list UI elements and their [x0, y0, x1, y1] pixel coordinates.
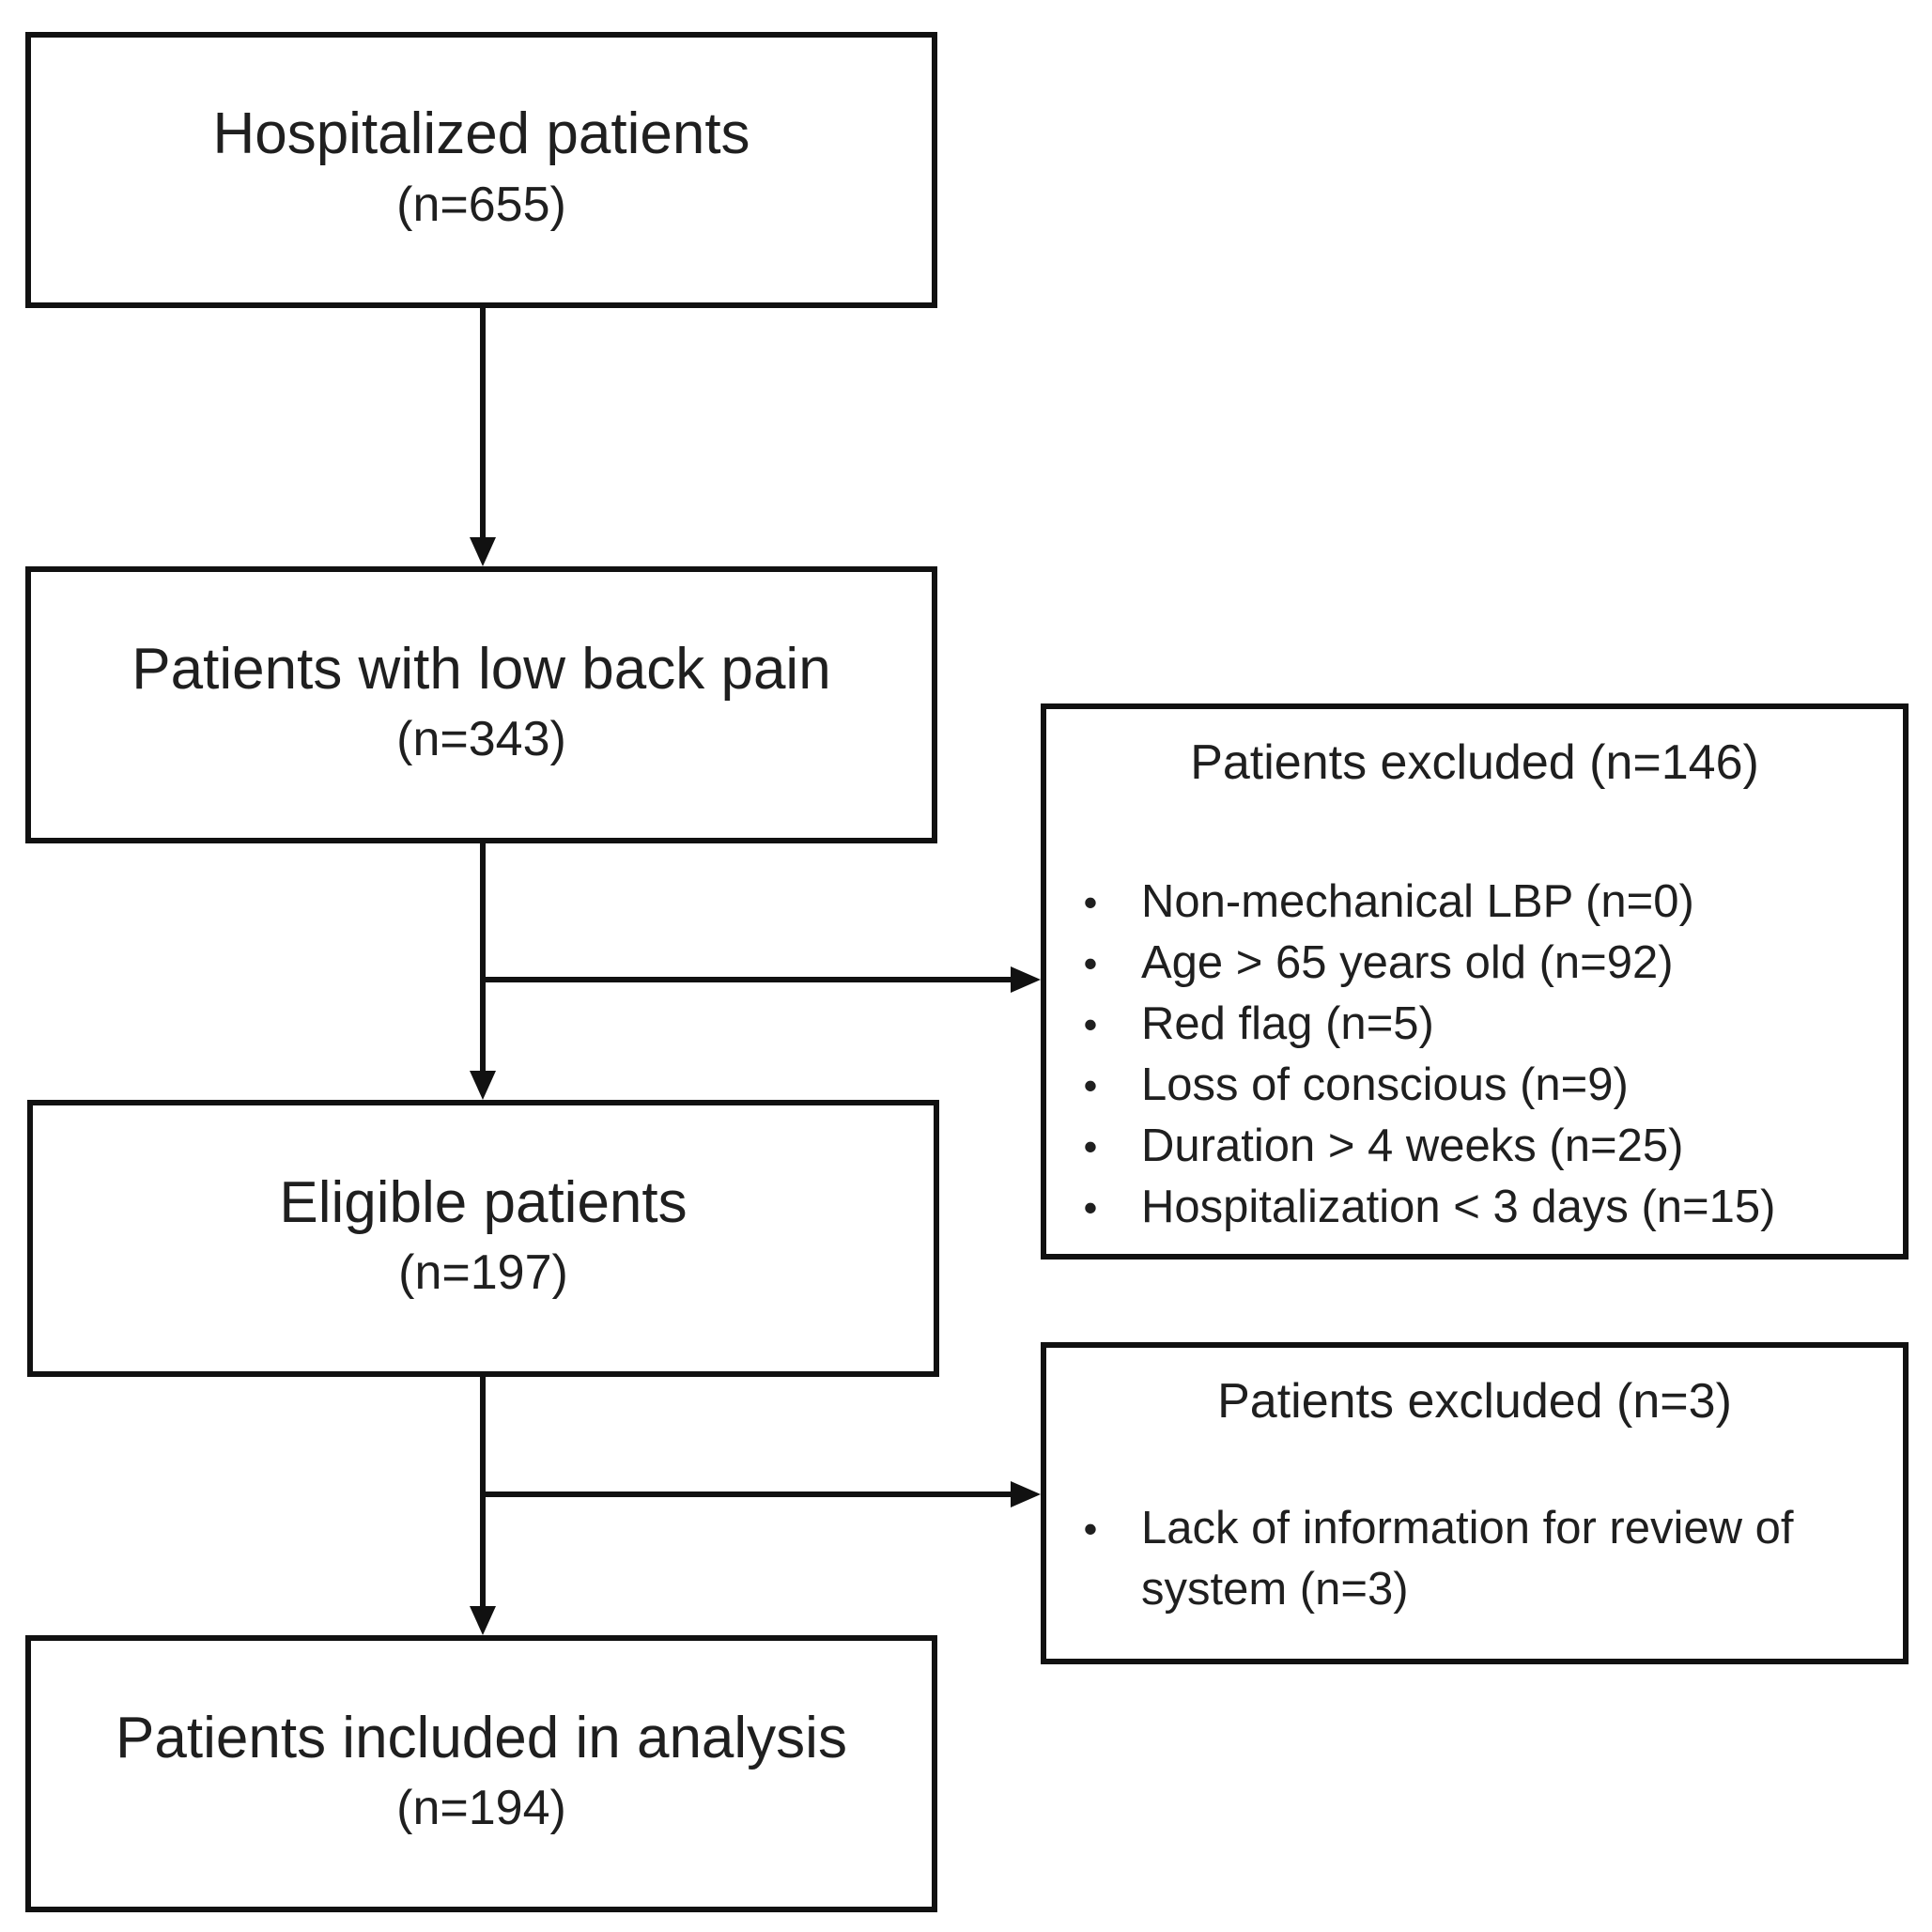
- included-patients-box: Patients included in analysis (n=194): [25, 1635, 937, 1912]
- bullet-icon: •: [1083, 1124, 1098, 1168]
- bullet-icon: •: [1083, 1507, 1098, 1551]
- low-back-pain-box: Patients with low back pain (n=343): [25, 566, 937, 843]
- bullet-icon: •: [1083, 1185, 1098, 1229]
- bullet-icon: •: [1083, 1002, 1098, 1046]
- first-exclusion-title: Patients excluded (n=146): [1190, 735, 1759, 790]
- exclusion-reason-label: Age > 65 years old (n=92): [1141, 937, 1674, 988]
- included-patients-count: (n=194): [396, 1781, 566, 1835]
- exclusion-reason-age: • Age > 65 years old (n=92): [1079, 933, 1884, 994]
- arrowhead-to-eligible: [470, 1071, 496, 1100]
- bullet-icon: •: [1083, 880, 1098, 924]
- exclusion-reason-label: Lack of information for review of system…: [1141, 1503, 1794, 1615]
- bullet-icon: •: [1083, 1063, 1098, 1107]
- exclusion-reason-label: Loss of conscious (n=9): [1141, 1059, 1629, 1110]
- first-exclusion-box: Patients excluded (n=146) • Non-mechanic…: [1041, 703, 1909, 1260]
- exclusion-reason-lack-of-information: • Lack of information for review of syst…: [1079, 1498, 1884, 1620]
- exclusion-reason-label: Non-mechanical LBP (n=0): [1141, 876, 1694, 927]
- hospitalized-patients-title: Hospitalized patients: [212, 101, 750, 167]
- exclusion-reason-label: Red flag (n=5): [1141, 998, 1434, 1049]
- arrowhead-to-first-exclusion: [1011, 966, 1041, 993]
- low-back-pain-count: (n=343): [396, 712, 566, 766]
- hospitalized-patients-box: Hospitalized patients (n=655): [25, 32, 937, 308]
- included-patients-title: Patients included in analysis: [116, 1705, 847, 1770]
- arrowhead-to-included: [470, 1606, 496, 1635]
- exclusion-reason-red-flag: • Red flag (n=5): [1079, 994, 1884, 1055]
- second-exclusion-reason-list: • Lack of information for review of syst…: [1079, 1498, 1884, 1620]
- low-back-pain-title: Patients with low back pain: [131, 636, 831, 702]
- second-exclusion-title: Patients excluded (n=3): [1217, 1374, 1732, 1429]
- connector-lines: [480, 308, 1015, 1614]
- hospitalized-patients-count: (n=655): [396, 177, 566, 232]
- eligible-patients-box: Eligible patients (n=197): [27, 1100, 939, 1377]
- exclusion-reason-loss-of-conscious: • Loss of conscious (n=9): [1079, 1055, 1884, 1116]
- second-exclusion-box: Patients excluded (n=3) • Lack of inform…: [1041, 1342, 1909, 1664]
- exclusion-reason-duration: • Duration > 4 weeks (n=25): [1079, 1116, 1884, 1177]
- exclusion-reason-non-mechanical: • Non-mechanical LBP (n=0): [1079, 872, 1884, 933]
- eligible-patients-count: (n=197): [398, 1245, 568, 1300]
- first-exclusion-reason-list: • Non-mechanical LBP (n=0) • Age > 65 ye…: [1079, 872, 1884, 1238]
- bullet-icon: •: [1083, 941, 1098, 985]
- exclusion-reason-label: Duration > 4 weeks (n=25): [1141, 1121, 1684, 1171]
- arrowhead-to-low-back-pain: [470, 537, 496, 566]
- exclusion-reason-hospitalization: • Hospitalization < 3 days (n=15): [1079, 1177, 1884, 1238]
- eligible-patients-title: Eligible patients: [279, 1169, 688, 1235]
- arrowhead-to-second-exclusion: [1011, 1481, 1041, 1507]
- exclusion-reason-label: Hospitalization < 3 days (n=15): [1141, 1182, 1776, 1232]
